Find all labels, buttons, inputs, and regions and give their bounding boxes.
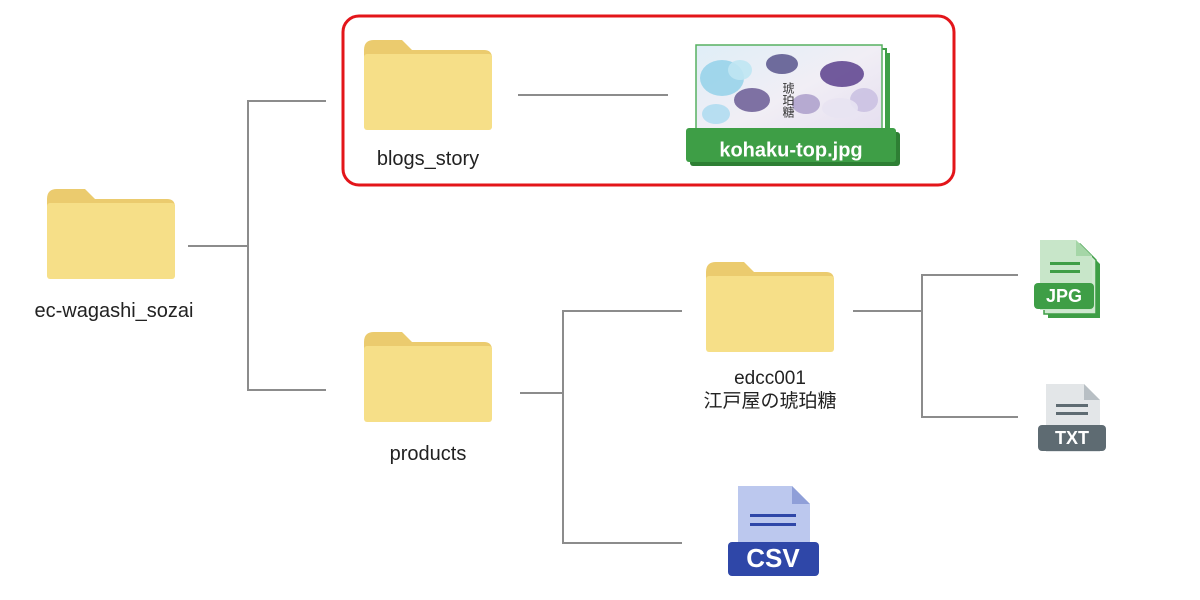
file-label: kohaku-top.jpg bbox=[719, 139, 862, 161]
thumbnail-image bbox=[700, 54, 878, 124]
folder-label-root: ec-wagashi_sozai bbox=[34, 300, 194, 322]
connector-edcc-branch bbox=[921, 274, 1018, 418]
folder-icon[interactable] bbox=[364, 40, 492, 130]
thumbnail-vertical-text: 琥珀糖 bbox=[781, 82, 795, 119]
highlight-box bbox=[341, 14, 956, 187]
jpg-label: JPG bbox=[1046, 286, 1082, 306]
connector-products-branch bbox=[562, 310, 682, 544]
txt-file-icon[interactable]: TXT bbox=[1038, 384, 1106, 452]
folder-label-products: products bbox=[389, 443, 467, 465]
folder-icon[interactable] bbox=[47, 189, 175, 279]
jpg-file-icon[interactable]: JPG bbox=[1034, 240, 1100, 318]
folder-label-edcc-code: edcc001 bbox=[734, 368, 806, 389]
folder-icon[interactable] bbox=[706, 262, 834, 352]
folder-label-edcc-name: 江戸屋の琥珀糖 bbox=[703, 391, 837, 412]
folder-label-blogs: blogs_story bbox=[376, 148, 480, 170]
csv-file-icon[interactable]: CSV bbox=[728, 486, 819, 576]
connector-root-branch bbox=[247, 100, 326, 391]
folder-icon[interactable] bbox=[364, 332, 492, 422]
csv-label: CSV bbox=[746, 543, 800, 573]
tree-connectors bbox=[188, 94, 1018, 544]
txt-label: TXT bbox=[1055, 428, 1089, 448]
image-file-icon[interactable]: 琥珀糖 kohaku-top.jpg bbox=[686, 44, 900, 166]
